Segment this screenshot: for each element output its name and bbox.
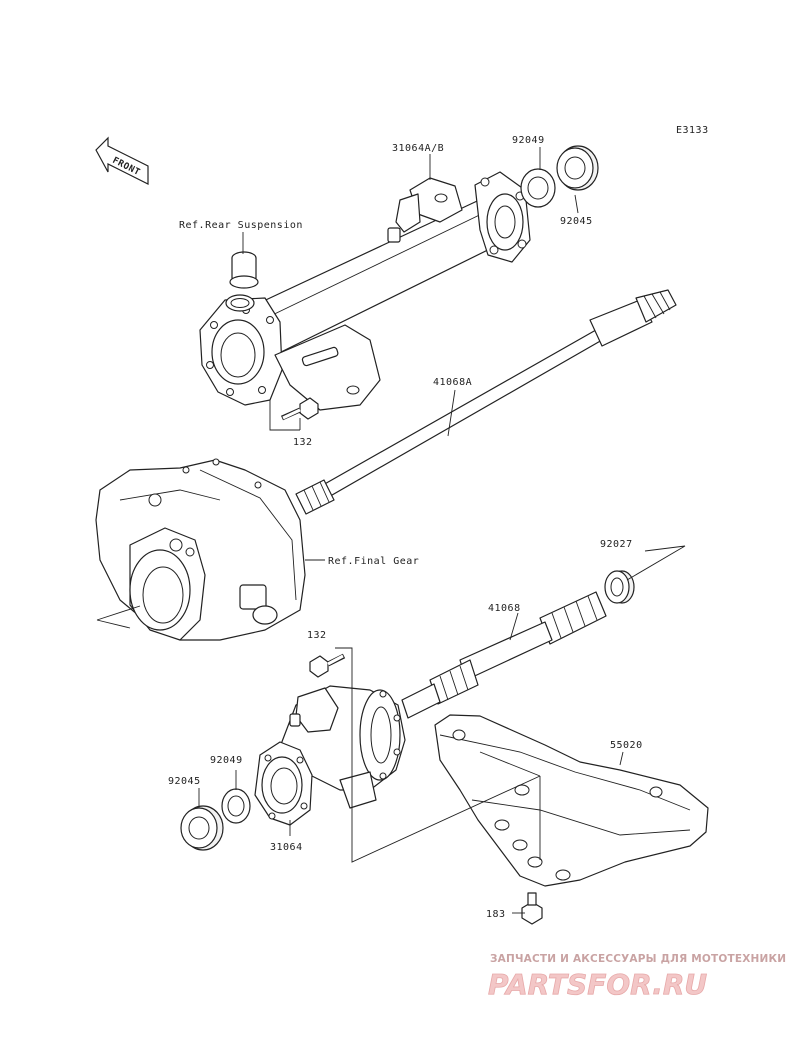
label-92049-top: 92049 [512, 135, 545, 146]
axle-housing-upper [199, 171, 531, 411]
label-31064ab: 31064A/B [392, 143, 444, 154]
final-gear-case [95, 458, 306, 641]
seal-92049-top [520, 168, 556, 208]
seal-92027 [604, 570, 635, 604]
label-55020: 55020 [610, 740, 643, 751]
label-132-top: 132 [293, 437, 313, 448]
bolt-132-bottom [309, 653, 346, 678]
bearing-92045-top [556, 145, 599, 191]
bolt-183 [521, 892, 543, 925]
label-41068: 41068 [488, 603, 521, 614]
label-183: 183 [486, 909, 506, 920]
label-92027: 92027 [600, 539, 633, 550]
leader-lines [96, 147, 686, 914]
front-arrow-icon: FRONT [95, 136, 149, 185]
drive-shaft-41068a [295, 289, 677, 515]
watermark-tagline: ЗАПЧАСТИ И АКСЕССУАРЫ ДЛЯ МОТОТЕХНИКИ [490, 953, 786, 965]
diagram-code: E3133 [676, 125, 709, 136]
label-ref-final-gear: Ref.Final Gear [328, 556, 419, 567]
label-31064: 31064 [270, 842, 303, 853]
seal-92049-bottom [221, 788, 251, 824]
label-92045-top: 92045 [560, 216, 593, 227]
drive-shaft-41068 [401, 591, 607, 719]
bolt-132-top [280, 397, 319, 421]
label-92049-bottom: 92049 [210, 755, 243, 766]
label-41068a: 41068A [433, 377, 472, 388]
label-92045-bottom: 92045 [168, 776, 201, 787]
bearing-92045-bottom [180, 805, 224, 851]
watermark-brand: PARTSFOR.RU [488, 968, 707, 1001]
label-132-bottom: 132 [307, 630, 327, 641]
label-ref-rear-suspension: Ref.Rear Suspension [179, 220, 303, 231]
guard-55020 [434, 714, 709, 887]
axle-housing-lower [254, 685, 406, 826]
